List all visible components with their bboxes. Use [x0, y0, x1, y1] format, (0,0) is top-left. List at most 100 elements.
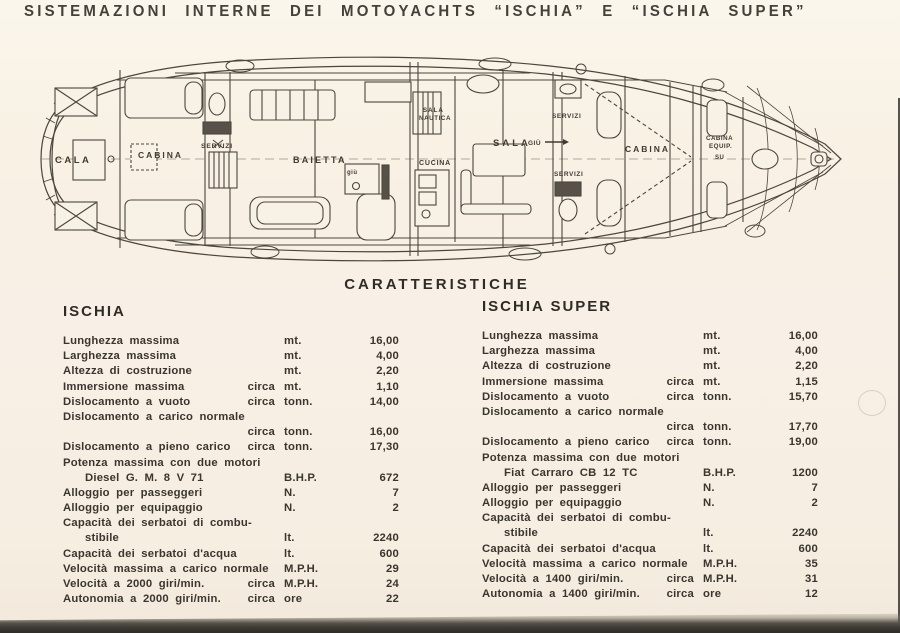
- furniture: [54, 74, 828, 241]
- spec-value: 2,20: [376, 365, 399, 378]
- spec-circa: [245, 501, 275, 516]
- paper-stain: [858, 390, 886, 416]
- spec-unit: N.: [703, 481, 715, 494]
- room-label-cucina: CUCINA: [419, 160, 451, 167]
- spec-label: [482, 420, 664, 435]
- spec-circa: circa: [247, 593, 275, 606]
- spec-unit: tonn.: [703, 390, 732, 403]
- spec-unit: M.P.H.: [284, 578, 319, 590]
- spec-label: Lunghezza massima: [63, 335, 180, 347]
- room-label-servizi-mid-bottom: SERVIZI: [554, 171, 583, 178]
- spec-value: 31: [805, 573, 818, 585]
- plan-labels: CALA CABINA SERVIZI BAIETTA giù SALA NAU…: [55, 107, 733, 178]
- giu-arrow-icon: [545, 139, 569, 145]
- room-label-cabina-fwd: CABINA: [625, 144, 670, 154]
- spec-value: 17,30: [369, 441, 399, 454]
- spec-circa: [664, 329, 694, 344]
- spec-value: 2: [811, 497, 818, 510]
- room-label-su: SU: [715, 155, 724, 161]
- spec-unit: ore: [284, 593, 303, 606]
- spec-unit: N.: [284, 486, 296, 499]
- spec-circa: [245, 486, 275, 501]
- spec-label: Capacità dei serbatoi d'acqua: [482, 542, 656, 555]
- spec-value: 12: [805, 588, 818, 601]
- spec-label: stibile: [504, 527, 539, 540]
- spec-circa: [245, 547, 275, 562]
- spec-unit: [694, 405, 758, 420]
- spec-unit: tonn.: [284, 395, 313, 408]
- spec-unit: [694, 511, 758, 526]
- deck-hatches: [225, 57, 766, 261]
- spec-circa: [664, 451, 694, 466]
- room-label-cabina-equip-1: CABINA: [706, 135, 733, 142]
- spec-circa: [664, 511, 694, 526]
- spec-value: [758, 405, 818, 420]
- room-label-cabina-aft: CABINA: [138, 150, 183, 160]
- boat-deck-plan: CALA CABINA SERVIZI BAIETTA giù SALA NAU…: [25, 52, 853, 268]
- spec-label: Altezza di costruzione: [482, 360, 612, 373]
- spec-label: Larghezza massima: [482, 345, 596, 358]
- spec-unit: mt.: [703, 375, 721, 388]
- spec-value: 2240: [792, 527, 818, 540]
- room-label-giu: GIÙ: [528, 138, 541, 147]
- room-label-servizi-aft: SERVIZI: [201, 143, 233, 150]
- spec-label: Dislocamento a vuoto: [63, 395, 191, 408]
- spec-label: Autonomia a 2000 giri/min.: [63, 593, 221, 606]
- spec-value: 17,70: [788, 421, 818, 434]
- spec-value: 16,00: [369, 335, 399, 347]
- spec-value: [339, 456, 399, 471]
- spec-label: Alloggio per equipaggio: [63, 502, 203, 515]
- spec-label: Immersione massima: [63, 380, 185, 393]
- spec-circa: [664, 344, 694, 359]
- spec-row: Potenza massima con due motori: [63, 456, 399, 471]
- spec-label: Velocità massima a carico normale: [482, 557, 688, 570]
- room-label-sala-nautica-1: SALA: [423, 107, 444, 114]
- spec-value: [758, 451, 818, 466]
- spec-unit: tonn.: [284, 426, 313, 439]
- spec-label: Velocità massima a carico normale: [63, 562, 269, 575]
- spec-row: Alloggio per equipaggio N. 2: [482, 496, 818, 511]
- spec-circa: [245, 364, 275, 379]
- spec-label: Dislocamento a carico normale: [482, 405, 664, 418]
- spec-unit: mt.: [703, 345, 721, 358]
- spec-value: 16,00: [788, 330, 818, 342]
- spec-value: 22: [386, 593, 399, 606]
- spec-unit: mt.: [284, 380, 302, 393]
- section-heading: CARATTERISTICHE: [344, 276, 530, 293]
- spec-label: Alloggio per equipaggio: [482, 497, 622, 510]
- spec-circa: circa: [247, 380, 275, 393]
- page-title: SISTEMAZIONI INTERNE DEI MOTOYACHTS “ISC…: [24, 2, 807, 21]
- spec-label: stibile: [85, 532, 120, 545]
- spec-label: Diesel G. M. 8 V 71: [85, 471, 204, 484]
- spec-label: Dislocamento a vuoto: [482, 390, 610, 403]
- spec-circa: circa: [247, 441, 275, 454]
- spec-circa: [245, 562, 275, 577]
- spec-value: 19,00: [788, 436, 818, 449]
- room-label-giu-small: giù: [347, 170, 358, 176]
- spec-unit: tonn.: [703, 421, 732, 434]
- spec-value: 4,00: [795, 345, 818, 358]
- spec-unit: [694, 451, 758, 466]
- spec-label: Potenza massima con due motori: [482, 451, 680, 464]
- spec-circa: circa: [666, 390, 694, 403]
- spec-value: 2240: [373, 532, 399, 545]
- spec-label: Altezza di costruzione: [63, 365, 193, 378]
- spec-circa: circa: [247, 395, 275, 408]
- spec-unit: mt.: [703, 330, 721, 342]
- spec-unit: N.: [703, 497, 715, 510]
